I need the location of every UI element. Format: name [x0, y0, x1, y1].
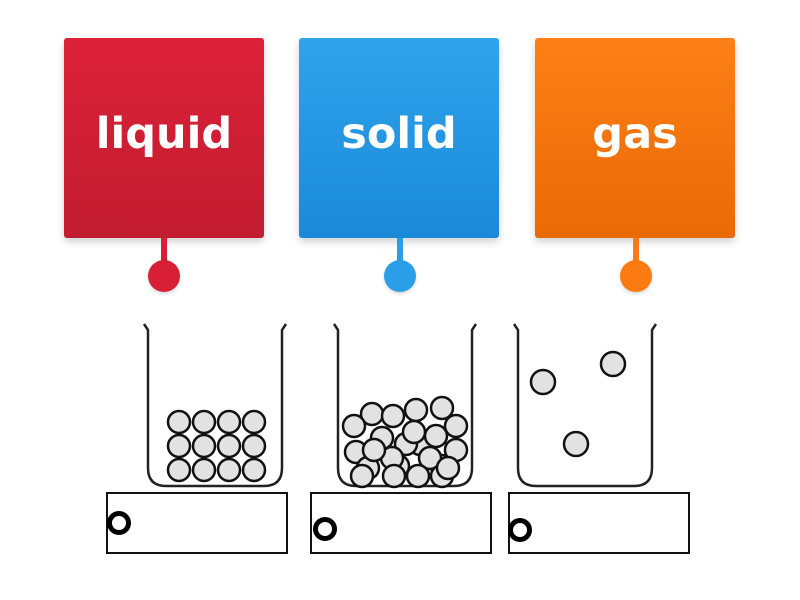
circle-icon: [313, 517, 337, 541]
drop-zone-3[interactable]: [508, 492, 690, 554]
drop-zone-2[interactable]: [310, 492, 492, 554]
card-solid[interactable]: solid: [299, 38, 499, 238]
circle-icon: [107, 511, 131, 535]
card-connector: [161, 238, 167, 262]
pin-icon[interactable]: [384, 260, 416, 292]
pin-icon[interactable]: [620, 260, 652, 292]
beaker-image-grid: [142, 323, 288, 488]
card-connector: [397, 238, 403, 262]
circle-icon: [508, 518, 532, 542]
card-label: liquid: [95, 109, 233, 159]
card-gas[interactable]: gas: [535, 38, 735, 238]
card-connector: [633, 238, 639, 262]
card-label: solid: [341, 109, 457, 159]
drop-zone-1[interactable]: [106, 492, 288, 554]
pin-icon[interactable]: [148, 260, 180, 292]
beaker-image-spread: [512, 323, 658, 488]
beaker-image-packed: [332, 323, 478, 489]
card-label: gas: [592, 109, 678, 159]
card-liquid[interactable]: liquid: [64, 38, 264, 238]
